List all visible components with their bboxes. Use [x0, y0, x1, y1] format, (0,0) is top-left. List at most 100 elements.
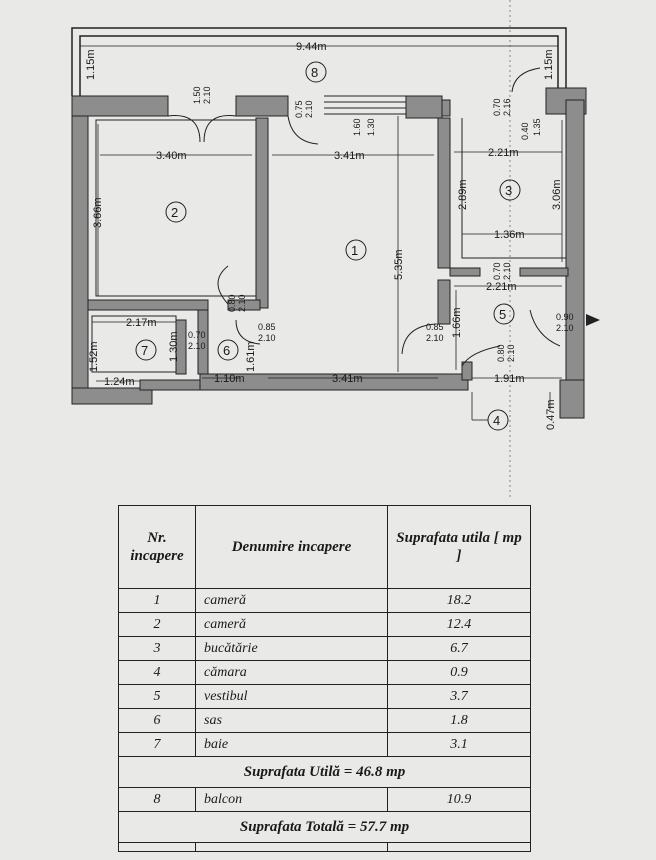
- svg-text:2.16: 2.16: [502, 98, 512, 116]
- cell-name: cameră: [195, 588, 388, 613]
- room-label-4: 4: [493, 413, 500, 428]
- svg-text:0.70: 0.70: [492, 98, 502, 116]
- table-row: 6 sas 1.8: [118, 708, 531, 733]
- dim-room2-width: 3.40m: [156, 150, 187, 162]
- dim-room3-height-left: 2.89m: [457, 179, 469, 210]
- dim-room1-height: 5.35m: [393, 249, 405, 280]
- header-name: Denumire incapere: [195, 505, 388, 589]
- cell-nr: 2: [118, 612, 196, 637]
- useful-area-row: Suprafata Utilă = 46.8 mp: [118, 756, 531, 788]
- dim-room7-bottom: 1.24m: [104, 376, 135, 388]
- cell-area: 12.4: [387, 612, 531, 637]
- svg-text:2.10: 2.10: [304, 100, 314, 118]
- table-row: 1 cameră 18.2: [118, 588, 531, 613]
- svg-text:2.10: 2.10: [426, 333, 444, 343]
- empty-cell: [195, 842, 388, 852]
- dim-room6-bottom: 1.10m: [214, 373, 245, 385]
- balcony-row: 8 balcon 10.9: [118, 787, 531, 812]
- cell-name: cămara: [195, 660, 388, 685]
- table-header-row: Nr. incapere Denumire incapere Suprafata…: [118, 505, 531, 589]
- cell-nr: 7: [118, 732, 196, 757]
- svg-text:1.35: 1.35: [532, 118, 542, 136]
- room-label-7: 7: [141, 343, 148, 358]
- area-table: Nr. incapere Denumire incapere Suprafata…: [118, 505, 531, 852]
- header-nr: Nr. incapere: [118, 505, 196, 589]
- dim-room7-width: 2.17m: [126, 317, 157, 329]
- cell-area: 6.7: [387, 636, 531, 661]
- cell-area: 0.9: [387, 660, 531, 685]
- table-row: 5 vestibul 3.7: [118, 684, 531, 709]
- cell-name: sas: [195, 708, 388, 733]
- svg-text:2.10: 2.10: [237, 294, 247, 312]
- dim-room6-height: 1.61m: [245, 341, 257, 372]
- walls: [71, 87, 587, 419]
- svg-text:1.50: 1.50: [192, 86, 202, 104]
- svg-text:0.80: 0.80: [227, 294, 237, 312]
- svg-text:0.75: 0.75: [294, 100, 304, 118]
- dim-room5-bottom: 1.91m: [494, 373, 525, 385]
- header-area: Suprafata utila [ mp ]: [387, 505, 531, 589]
- svg-text:0.90: 0.90: [556, 312, 574, 322]
- room-label-2: 2: [171, 205, 178, 220]
- table-row: 7 baie 3.1: [118, 732, 531, 757]
- balcony-outline: [71, 27, 567, 96]
- window-lines: [324, 95, 406, 115]
- cell-area: 10.9: [387, 787, 531, 812]
- cell-name: cameră: [195, 612, 388, 637]
- dimension-lines: [80, 45, 563, 421]
- opening-labels: 1.50 2.10 0.75 2.10 1.60 1.30 0.70 2.16 …: [188, 86, 574, 362]
- dim-balcony-left: 1.15m: [85, 49, 97, 80]
- empty-cell: [387, 842, 531, 852]
- cell-name: vestibul: [195, 684, 388, 709]
- total-area-row: Suprafata Totală = 57.7 mp: [118, 811, 531, 843]
- dim-room3-inner: 1.36m: [494, 229, 525, 241]
- table-row: 3 bucătărie 6.7: [118, 636, 531, 661]
- svg-text:0.70: 0.70: [492, 262, 502, 280]
- room-label-3: 3: [505, 183, 512, 198]
- dim-room7-height: 1.52m: [88, 341, 100, 372]
- cell-nr: 4: [118, 660, 196, 685]
- room-markers: [135, 61, 521, 431]
- cell-name: bucătărie: [195, 636, 388, 661]
- svg-text:2.10: 2.10: [502, 262, 512, 280]
- dim-room3-width: 2.21m: [488, 147, 519, 159]
- svg-text:0.85: 0.85: [258, 322, 276, 332]
- cell-area: 18.2: [387, 588, 531, 613]
- room-label-8: 8: [311, 65, 318, 80]
- svg-text:2.10: 2.10: [258, 333, 276, 343]
- empty-row: [118, 842, 531, 852]
- svg-text:2.10: 2.10: [556, 323, 574, 333]
- cell-area: 1.8: [387, 708, 531, 733]
- room-label-5: 5: [499, 307, 506, 322]
- empty-cell: [118, 842, 196, 852]
- cell-nr: 8: [118, 787, 196, 812]
- floor-plan: 1 2 3 4 5 6 7 8 9.44m 1.15m 1.15m 3.40m …: [71, 0, 600, 500]
- svg-text:2.10: 2.10: [506, 344, 516, 362]
- cell-nr: 3: [118, 636, 196, 661]
- svg-text:1.60: 1.60: [352, 118, 362, 136]
- cell-nr: 1: [118, 588, 196, 613]
- table-row: 2 cameră 12.4: [118, 612, 531, 637]
- dim-step: 0.47m: [545, 399, 557, 430]
- door-swings: [167, 67, 561, 367]
- svg-text:2.10: 2.10: [188, 341, 206, 351]
- dim-room7-partial: 1.30m: [168, 331, 180, 362]
- cell-name: balcon: [195, 787, 388, 812]
- dim-room5-height: 1.66m: [451, 307, 463, 338]
- cell-nr: 6: [118, 708, 196, 733]
- dim-total-width: 9.44m: [296, 41, 327, 53]
- cell-nr: 5: [118, 684, 196, 709]
- dim-room3-height-right: 3.06m: [551, 179, 563, 210]
- room-label-1: 1: [351, 243, 358, 258]
- dim-room1-width-top: 3.41m: [334, 150, 365, 162]
- cell-name: baie: [195, 732, 388, 757]
- svg-text:0.40: 0.40: [520, 122, 530, 140]
- svg-text:2.10: 2.10: [202, 86, 212, 104]
- dim-balcony-right: 1.15m: [543, 49, 555, 80]
- total-area: Suprafata Totală = 57.7 mp: [118, 811, 531, 843]
- dim-room5-width: 2.21m: [486, 281, 517, 293]
- svg-text:0.80: 0.80: [496, 344, 506, 362]
- svg-text:1.30: 1.30: [366, 118, 376, 136]
- svg-text:0.85: 0.85: [426, 322, 444, 332]
- dim-room2-height: 3.66m: [92, 197, 104, 228]
